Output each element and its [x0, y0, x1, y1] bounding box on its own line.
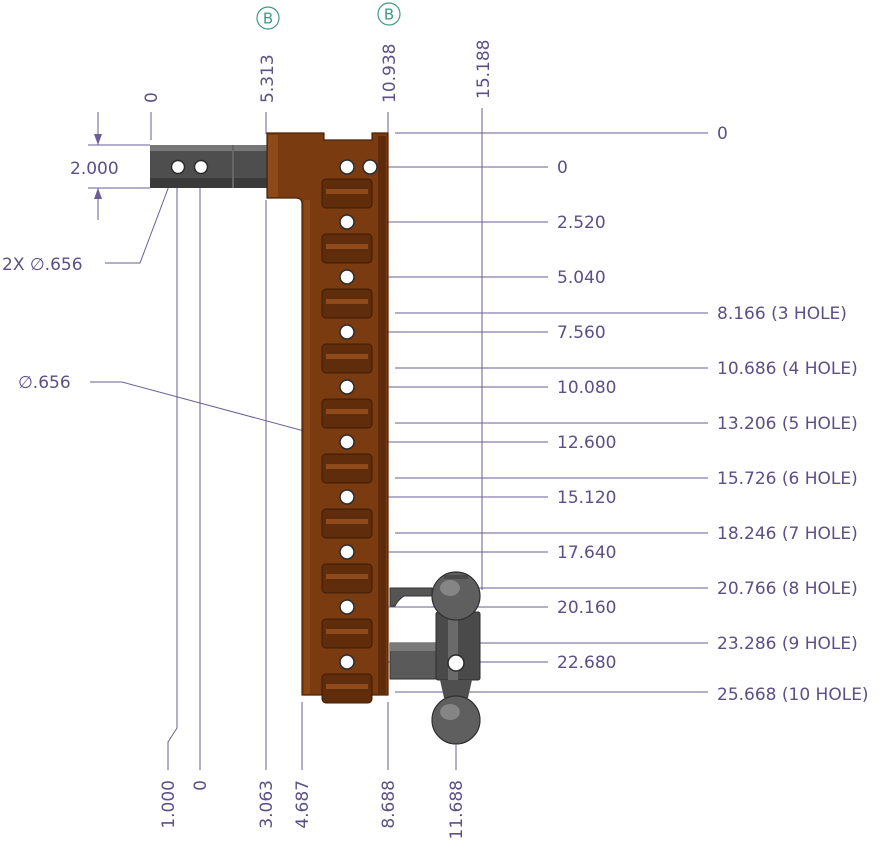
bottom-horizontal-dims: 1.000 0 3.063 4.687 8.688 11.688 — [159, 780, 467, 839]
bar-slot-rib — [326, 519, 368, 524]
bar-hole-icon — [339, 379, 355, 395]
bar-hole-icon — [339, 654, 355, 670]
dim-bottom-hole-a: 1.000 — [159, 780, 179, 829]
svg-text:B: B — [263, 10, 273, 28]
bar-hole-icon — [339, 324, 355, 340]
ball-mount-pin-hole-icon — [447, 654, 465, 672]
dim-length-10-hole: 25.668 (10 HOLE) — [717, 685, 869, 705]
ball-mount — [389, 571, 481, 745]
dim-length-7-hole: 18.246 (7 HOLE) — [717, 524, 858, 544]
dim-top-bar-front: 5.313 — [258, 54, 278, 103]
callout-pin-hole: ∅.656 — [18, 373, 71, 393]
dim-bottom-zero: 0 — [191, 780, 211, 791]
bar-hole-icon — [339, 599, 355, 615]
dim-top-bar-back: 10.938 — [380, 44, 400, 103]
bar-hole-icon — [339, 159, 355, 175]
dim-bottom-bar-back: 8.688 — [379, 780, 399, 829]
dim-length-8-hole: 20.766 (8 HOLE) — [717, 579, 858, 599]
svg-text:B: B — [384, 6, 394, 24]
upper-hitch-ball-icon — [431, 571, 481, 621]
dim-hole-9: 22.680 — [557, 653, 616, 673]
dim-hole-8: 20.160 — [557, 598, 616, 618]
dim-length-3-hole: 8.166 (3 HOLE) — [717, 304, 847, 324]
bar-hole-icon — [339, 434, 355, 450]
bar-slot-rib — [326, 684, 368, 689]
dim-hole-6: 15.120 — [557, 488, 616, 508]
shank-hole-icon — [170, 159, 186, 175]
bar-length-dims: 0 8.166 (3 HOLE) 10.686 (4 HOLE) 13.206 … — [717, 124, 869, 705]
bar-slot-rib — [326, 354, 368, 359]
dim-length-6-hole: 15.726 (6 HOLE) — [717, 469, 858, 489]
dim-top-zero: 0 — [717, 124, 728, 144]
dim-hole-0: 0 — [557, 158, 568, 178]
callout-shank-holes: 2X ∅.656 — [2, 255, 83, 275]
dim-top-shank-end: 0 — [142, 92, 162, 103]
lower-hitch-ball-icon — [431, 695, 481, 745]
datum-b-right: B — [377, 2, 401, 26]
bar-slot-rib — [326, 629, 368, 634]
dim-length-4-hole: 10.686 (4 HOLE) — [717, 359, 858, 379]
bar-hole-icon — [339, 544, 355, 560]
left-callouts: 2.000 2X ∅.656 ∅.656 — [2, 159, 119, 393]
bar-hole-icon — [339, 214, 355, 230]
dim-hole-7: 17.640 — [557, 543, 616, 563]
bar-slot-rib — [326, 464, 368, 469]
bar-slot-rib — [326, 189, 368, 194]
hole-position-dims: 0 2.520 5.040 7.560 10.080 12.600 15.120… — [557, 158, 616, 673]
dim-bottom-bar-front: 4.687 — [293, 780, 313, 829]
dim-hole-3: 7.560 — [557, 323, 606, 343]
dim-hole-2: 5.040 — [557, 268, 606, 288]
dim-hole-1: 2.520 — [557, 213, 606, 233]
drop-bar-slots — [321, 178, 373, 704]
datum-b-left: B — [256, 6, 280, 30]
shank-hole-icon — [193, 159, 209, 175]
receiver-shank — [150, 145, 270, 188]
dim-hole-5: 12.600 — [557, 433, 616, 453]
bar-slot-rib — [326, 299, 368, 304]
dim-shank-height: 2.000 — [70, 159, 119, 179]
dim-bottom-ball-center: 11.688 — [447, 780, 467, 839]
drop-bar-holes — [339, 159, 378, 670]
bar-slot-rib — [326, 244, 368, 249]
bar-slot-rib — [326, 409, 368, 414]
bar-slot-rib — [326, 574, 368, 579]
bar-hole-icon — [362, 159, 378, 175]
dim-bottom-shank-face: 3.063 — [257, 780, 277, 829]
dim-length-5-hole: 13.206 (5 HOLE) — [717, 414, 858, 434]
bar-hole-icon — [339, 489, 355, 505]
dim-top-ball-center: 15.188 — [474, 40, 494, 99]
bar-hole-icon — [339, 269, 355, 285]
dim-hole-4: 10.080 — [557, 378, 616, 398]
top-horizontal-dims: 0 5.313 10.938 15.188 — [142, 40, 494, 103]
dim-length-9-hole: 23.286 (9 HOLE) — [717, 634, 858, 654]
